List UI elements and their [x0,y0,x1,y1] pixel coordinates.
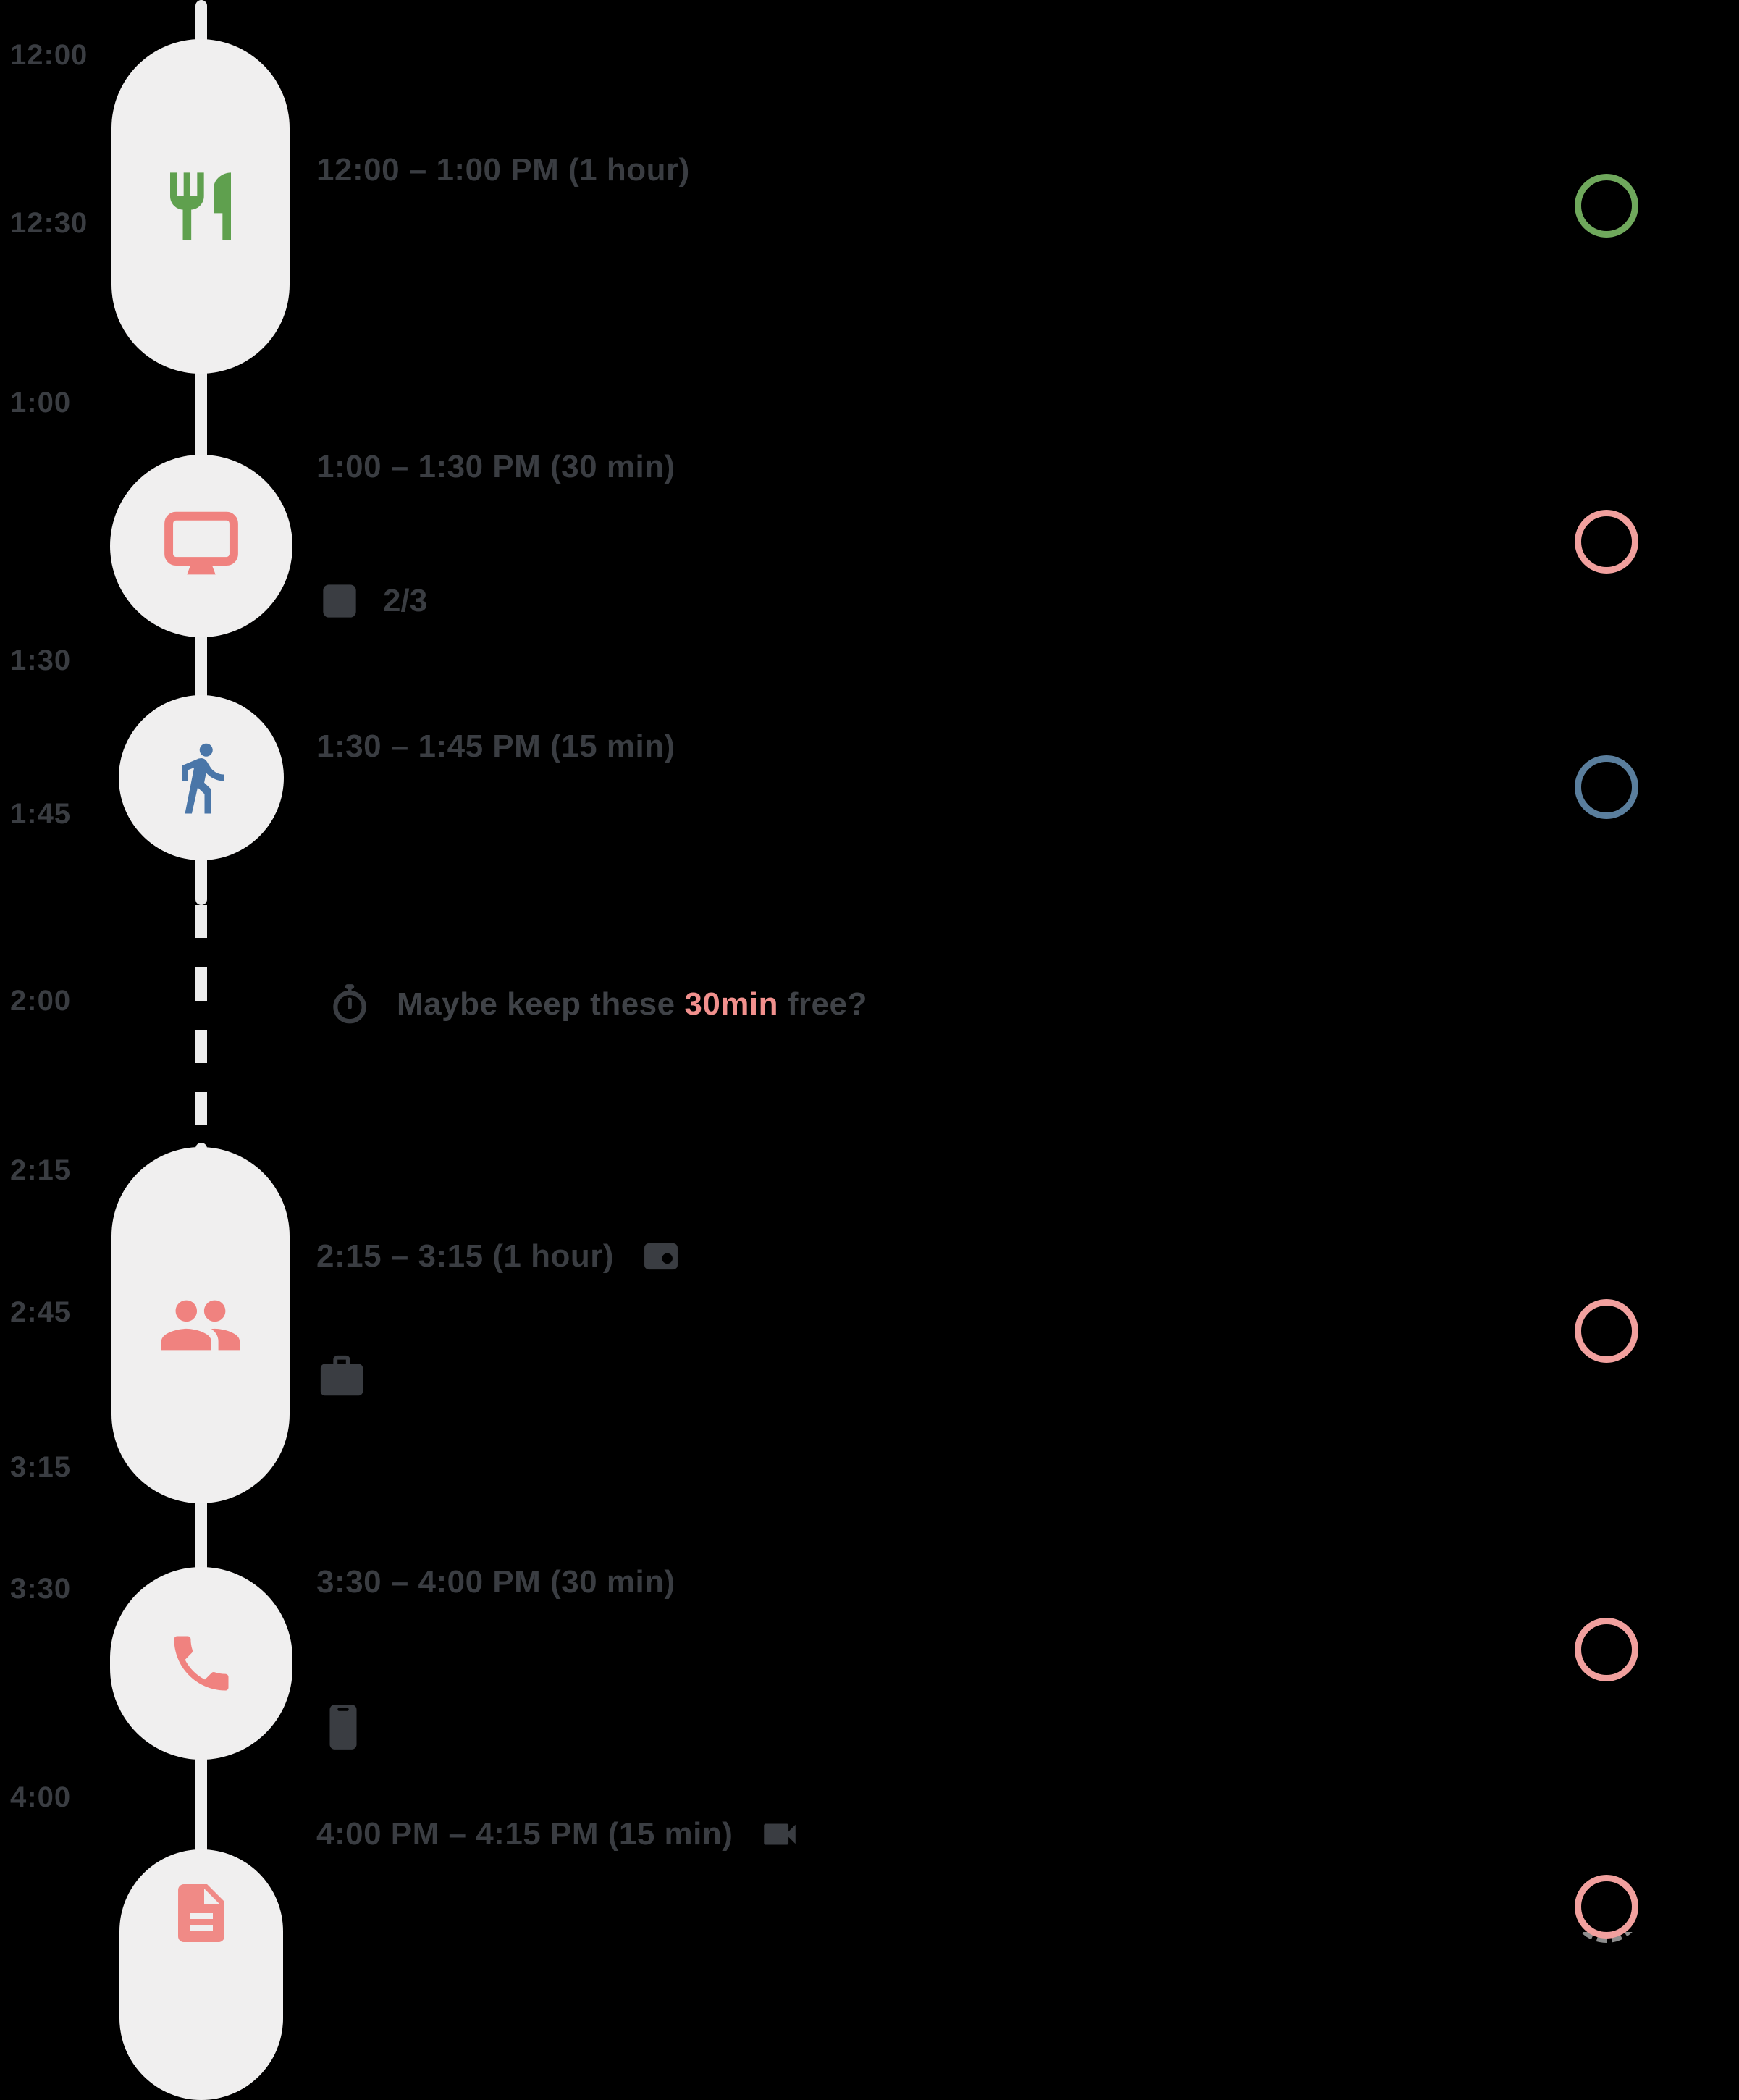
time-label-1-00: 1:00 [10,387,72,419]
smartphone-icon [329,1705,357,1750]
status-ring-notes[interactable] [1570,1870,1643,1943]
monitor-icon [164,511,238,575]
event-time-range: 12:00 – 1:00 PM (1 hour) [316,152,690,188]
camera-icon [644,1243,678,1270]
status-ring-lunch[interactable] [1570,169,1643,242]
gap-suggestion-row[interactable]: Maybe keep these 30min free? [327,982,867,1027]
event-call-meta[interactable] [316,1700,370,1754]
event-time-range: 3:30 – 4:00 PM (30 min) [316,1564,675,1600]
schedule-timeline-screen: { "colors": { "background": "#000000", "… [10,0,1643,2100]
phone-icon [174,1636,229,1691]
time-label-1-30: 1:30 [10,644,72,676]
status-ring-meeting[interactable] [1570,1295,1643,1367]
event-row-walk-time[interactable]: 1:30 – 1:45 PM (15 min) [316,728,675,765]
event-pill-notes[interactable] [119,1849,283,2100]
event-pill-screen[interactable] [110,455,292,637]
event-pill-call[interactable] [110,1567,292,1760]
time-label-3-30: 3:30 [10,1573,72,1605]
status-ring-walk[interactable] [1570,751,1643,823]
event-screen-meta[interactable]: 2/3 [316,578,427,624]
event-pill-lunch[interactable] [111,39,290,374]
videocam-icon [764,1823,796,1845]
event-pill-meeting[interactable] [111,1147,290,1503]
people-icon [161,1300,240,1351]
briefcase-icon [320,1355,363,1396]
time-label-2-15: 2:15 [10,1154,72,1186]
event-time-range: 4:00 PM – 4:15 PM (15 min) [316,1816,733,1852]
status-ring-screen[interactable] [1570,505,1643,578]
app-square-icon [323,584,356,618]
gap-highlight: 30min [684,986,779,1022]
time-label-1-45: 1:45 [10,798,72,830]
event-row-call-time[interactable]: 3:30 – 4:00 PM (30 min) [316,1564,675,1600]
stopwatch-icon [333,984,366,1024]
event-meeting-meta[interactable] [316,1351,367,1402]
event-pill-walk[interactable] [119,695,284,860]
event-time-range: 1:30 – 1:45 PM (15 min) [316,728,675,764]
event-row-meeting-time[interactable]: 2:15 – 3:15 (1 hour) [316,1235,682,1277]
gap-text: Maybe keep these 30min free? [397,986,867,1022]
timeline-connector-dashed-gap [195,905,207,1143]
event-time-range: 2:15 – 3:15 (1 hour) [316,1238,615,1274]
event-row-notes-time[interactable]: 4:00 PM – 4:15 PM (15 min) [316,1813,801,1855]
meta-count: 2/3 [383,583,428,618]
walk-icon [182,743,224,814]
time-label-3-15: 3:15 [10,1451,72,1483]
time-label-4-00: 4:00 [10,1781,72,1813]
status-ring-call[interactable] [1570,1613,1643,1686]
time-label-2-45: 2:45 [10,1296,72,1328]
restaurant-icon [170,172,231,240]
event-row-screen-time[interactable]: 1:00 – 1:30 PM (30 min) [316,449,675,485]
time-label-12-30: 12:30 [10,207,88,239]
time-label-2-00: 2:00 [10,985,72,1017]
document-icon [178,1884,224,1942]
event-time-range: 1:00 – 1:30 PM (30 min) [316,449,675,484]
time-label-12-00: 12:00 [10,39,88,71]
event-row-lunch-time[interactable]: 12:00 – 1:00 PM (1 hour) [316,152,690,188]
